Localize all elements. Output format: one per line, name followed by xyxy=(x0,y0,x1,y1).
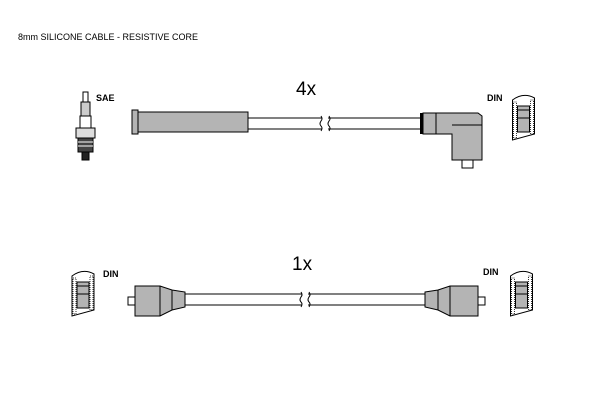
bottom-cable xyxy=(185,291,425,308)
top-din-connector-icon xyxy=(511,94,536,141)
bottom-right-din-connector-icon xyxy=(509,270,534,317)
bottom-quantity: 1x xyxy=(292,254,313,275)
bottom-left-label: DIN xyxy=(103,269,119,279)
top-cable xyxy=(248,115,422,132)
top-right-label: DIN xyxy=(487,93,503,103)
top-quantity: 4x xyxy=(296,79,317,100)
bottom-right-label: DIN xyxy=(483,267,499,277)
bottom-left-din-connector-icon xyxy=(71,270,95,317)
spark-plug-icon xyxy=(75,91,96,161)
diagram-title: 8mm SILICONE CABLE - RESISTIVE CORE xyxy=(18,32,198,42)
bottom-right-boot xyxy=(424,285,486,317)
top-straight-boot xyxy=(131,109,249,135)
bottom-left-boot xyxy=(127,285,186,317)
top-angled-boot xyxy=(420,112,483,169)
top-left-label: SAE xyxy=(96,93,115,103)
